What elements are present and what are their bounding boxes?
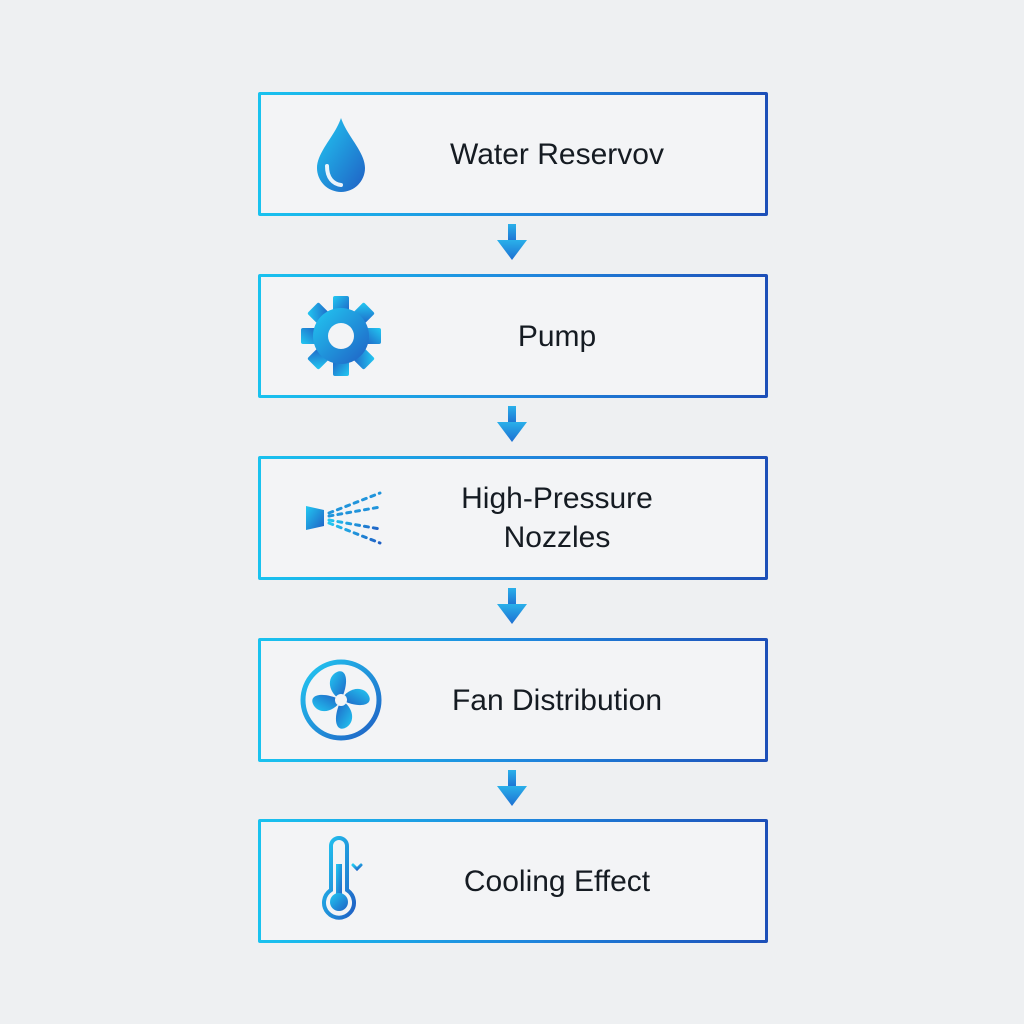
step-high-pressure-nozzles: High-Pressure Nozzles xyxy=(258,456,768,580)
thermometer-icon xyxy=(293,833,389,929)
water-drop-icon xyxy=(293,106,389,202)
arrow-down-icon xyxy=(497,770,527,806)
step-water-reservoir: Water Reservov xyxy=(258,92,768,216)
step-label: Water Reservov xyxy=(450,137,664,171)
step-label: Fan Distribution xyxy=(451,683,663,717)
step-cooling-effect: Cooling Effect xyxy=(258,819,768,943)
arrow-down-icon xyxy=(497,406,527,442)
step-label: High-Pressure Nozzles xyxy=(461,482,653,554)
fan-icon xyxy=(293,652,389,748)
step-label: Cooling Effect xyxy=(463,864,651,898)
step-label: Pump xyxy=(517,319,597,353)
arrow-down-icon xyxy=(497,588,527,624)
step-pump: Pump xyxy=(258,274,768,398)
arrow-down-icon xyxy=(497,224,527,260)
spray-nozzle-icon xyxy=(293,470,389,566)
step-fan-distribution: Fan Distribution xyxy=(258,638,768,762)
gear-icon xyxy=(293,288,389,384)
